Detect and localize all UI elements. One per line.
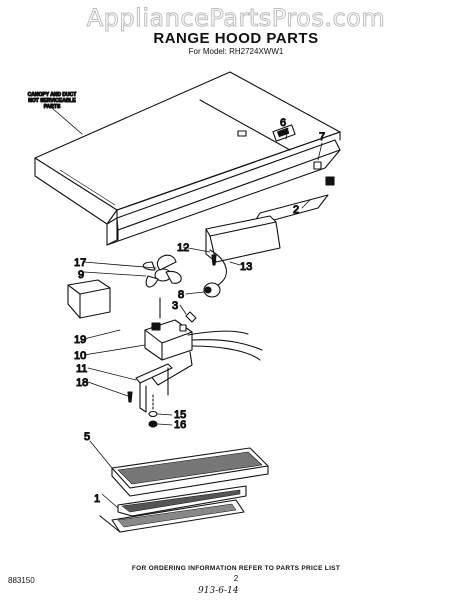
callout-6: 6 — [280, 117, 286, 129]
bracket-screw — [127, 391, 133, 403]
washer-and-nut — [148, 394, 158, 428]
filter-cover — [67, 279, 111, 319]
switch-panel — [237, 124, 296, 142]
callout-12: 12 — [177, 242, 189, 254]
callout-11: 11 — [76, 363, 87, 375]
callout-3: 3 — [172, 300, 178, 312]
wire-harness — [203, 249, 227, 298]
page-number: 2 — [233, 574, 239, 583]
hood-canopy — [34, 71, 341, 246]
callout-16: 16 — [174, 419, 186, 431]
damper-duct — [205, 215, 281, 263]
fan-blade — [142, 254, 182, 288]
handwritten-note: 913-6-14 — [198, 586, 239, 596]
callout-1: 1 — [94, 493, 100, 505]
callout-19: 19 — [74, 334, 86, 346]
document-code: 883150 — [8, 576, 35, 585]
page-title: RANGE HOOD PARTS — [153, 30, 319, 47]
callout-10: 10 — [74, 350, 86, 362]
knob — [313, 161, 335, 186]
fan-motor — [144, 297, 263, 386]
callout-15: 15 — [174, 409, 186, 421]
note-line-1: CANOPY AND DUCT — [28, 92, 77, 98]
screw — [211, 254, 217, 266]
leader-lines — [51, 107, 323, 509]
note-line-3: PARTS — [44, 104, 61, 110]
note-line-2: NOT SERVICEABLE — [28, 98, 76, 104]
callout-17: 17 — [74, 257, 86, 269]
callout-9: 9 — [78, 269, 84, 281]
ordering-note: FOR ORDERING INFORMATION REFER TO PARTS … — [131, 565, 341, 572]
callout-18: 18 — [76, 377, 88, 389]
callout-2: 2 — [293, 204, 299, 216]
grease-filters — [99, 447, 269, 533]
watermark: AppliancePartsPros.com — [86, 4, 386, 33]
model-number: For Model: RH2724XWW1 — [188, 47, 284, 56]
callout-8: 8 — [178, 289, 184, 301]
hood-front-lip — [106, 139, 341, 246]
callout-13: 13 — [240, 261, 252, 273]
wire-clamp — [185, 311, 197, 323]
callout-7: 7 — [319, 131, 325, 143]
callout-5: 5 — [84, 431, 90, 443]
mounting-bracket — [135, 363, 173, 413]
